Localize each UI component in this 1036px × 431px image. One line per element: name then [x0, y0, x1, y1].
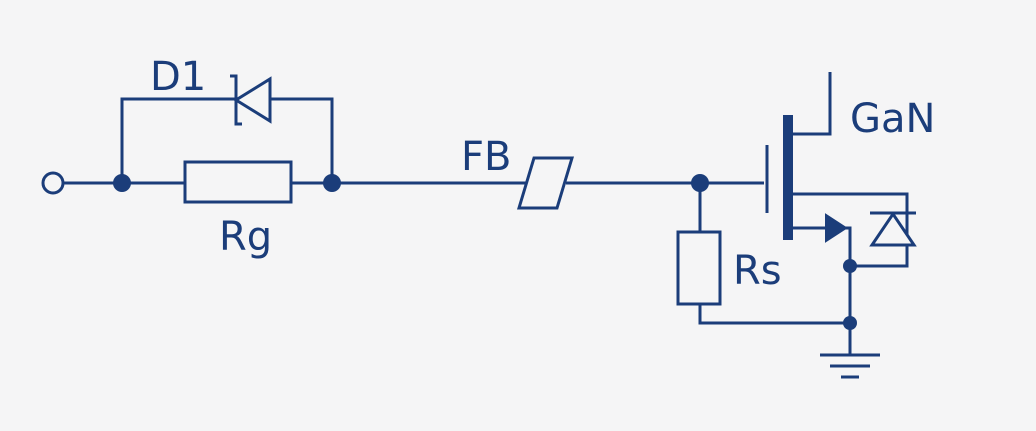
ferrite-bead-fb: [516, 156, 575, 210]
rs-wire-bottom: [698, 304, 850, 325]
source-arrow-lead: [788, 226, 852, 355]
junction-ground: [843, 316, 857, 330]
source-lead: [788, 192, 909, 268]
diode-d1-triangle: [233, 76, 272, 124]
source-arrow-icon: [825, 213, 848, 243]
gan-transistor: [765, 72, 909, 355]
label-rg: Rg: [219, 214, 272, 260]
diode-d1: [230, 74, 272, 126]
body-diode-triangle: [869, 211, 917, 247]
label-fb: FB: [461, 134, 511, 180]
input-terminal: [41, 171, 65, 195]
label-rs: Rs: [733, 248, 782, 294]
body-diode: [869, 211, 917, 247]
diode-d1-cathode-bar: [230, 74, 242, 126]
resistor-rs: [676, 230, 722, 306]
drain-lead: [788, 72, 832, 136]
ground-icon: [820, 353, 880, 379]
label-d1: D1: [150, 54, 206, 100]
resistor-rg: [183, 160, 293, 204]
label-gan: GaN: [850, 96, 935, 142]
junction-source: [843, 259, 857, 273]
d1-branch-wire: [120, 97, 334, 183]
